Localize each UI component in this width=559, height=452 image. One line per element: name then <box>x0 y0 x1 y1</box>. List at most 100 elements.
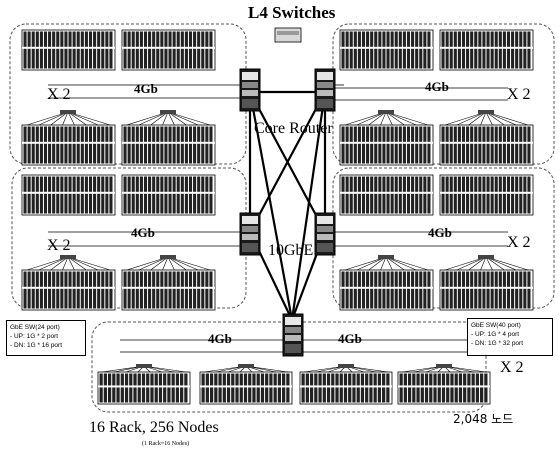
fanout-links <box>27 255 110 270</box>
server-blade <box>370 272 373 309</box>
rack-stripe <box>398 385 490 387</box>
server-blade <box>427 127 430 164</box>
edge-switch <box>378 255 394 259</box>
server-blade <box>173 127 176 164</box>
server-blade <box>28 272 31 309</box>
server-blade <box>156 127 159 164</box>
server-blade <box>52 177 55 214</box>
server-blade <box>197 177 200 214</box>
server-blade <box>467 374 470 403</box>
multiplier-label: X 2 <box>507 235 531 251</box>
server-blade <box>77 177 80 214</box>
server-blade <box>69 177 72 214</box>
server-blade <box>177 127 180 164</box>
rack-stripe <box>122 142 215 144</box>
server-blade <box>189 32 192 69</box>
server-blade <box>427 272 430 309</box>
chassis-module <box>242 90 258 96</box>
server-blade <box>185 32 188 69</box>
server-blade <box>32 272 35 309</box>
server-blade <box>173 177 176 214</box>
server-blade <box>205 32 208 69</box>
server-blade <box>386 374 389 403</box>
server-blade <box>44 127 47 164</box>
server-blade <box>507 32 510 69</box>
server-blade <box>474 32 477 69</box>
server-blade <box>374 374 377 403</box>
multiplier-label: X 2 <box>47 87 71 103</box>
server-blade <box>101 272 104 309</box>
server-blade <box>527 32 530 69</box>
server-blade <box>77 272 80 309</box>
server-blade <box>40 32 43 69</box>
server-blade <box>482 177 485 214</box>
edge-switch <box>136 364 152 368</box>
rack-stripe <box>340 287 433 289</box>
server-blade <box>478 272 481 309</box>
server-blade <box>177 32 180 69</box>
server-blade <box>482 127 485 164</box>
server-blade <box>48 127 51 164</box>
chassis-panel <box>317 72 333 80</box>
edge-switch <box>60 255 76 259</box>
server-blade <box>56 177 59 214</box>
server-blade <box>366 177 369 214</box>
server-blade <box>209 272 212 309</box>
rack-stripe <box>22 142 115 144</box>
chassis-module <box>242 226 258 232</box>
server-blade <box>144 127 147 164</box>
server-blade <box>189 272 192 309</box>
server-blade <box>357 374 360 403</box>
network-devices <box>240 28 335 356</box>
server-blade <box>93 177 96 214</box>
rack-stripe <box>200 385 292 387</box>
server-blade <box>197 32 200 69</box>
server-blade <box>519 177 522 214</box>
server-blade <box>415 272 418 309</box>
server-blade <box>378 127 381 164</box>
server-blade <box>446 32 449 69</box>
server-blade <box>507 272 510 309</box>
server-blade <box>354 177 357 214</box>
server-blade <box>348 374 351 403</box>
server-blade <box>128 272 131 309</box>
switch-spec-downlink: - DN: 1G * 16 port <box>10 341 82 350</box>
server-blade <box>101 127 104 164</box>
server-blade <box>391 32 394 69</box>
server-blade <box>85 32 88 69</box>
server-blade <box>85 177 88 214</box>
rack-stripe <box>22 192 115 194</box>
server-blade <box>97 127 100 164</box>
server-blade <box>48 32 51 69</box>
server-blade <box>527 177 530 214</box>
server-blade <box>265 374 268 403</box>
server-blade <box>358 272 361 309</box>
server-blade <box>209 32 212 69</box>
server-blade <box>140 272 143 309</box>
server-blade <box>346 272 349 309</box>
server-rack-icon <box>340 125 433 165</box>
server-blade <box>146 374 149 403</box>
fanout-links <box>345 255 428 270</box>
fanout-links <box>27 110 110 125</box>
server-blade <box>455 374 458 403</box>
fanout-links <box>102 364 186 372</box>
fanout-links <box>445 255 528 270</box>
server-blade <box>411 177 414 214</box>
server-blade <box>136 272 139 309</box>
server-blade <box>85 272 88 309</box>
server-blade <box>511 272 514 309</box>
server-blade <box>495 32 498 69</box>
server-blade <box>52 127 55 164</box>
server-blade <box>374 127 377 164</box>
server-blade <box>164 177 167 214</box>
chassis-module <box>317 234 333 240</box>
server-blade <box>128 177 131 214</box>
server-blade <box>64 272 67 309</box>
server-rack-icon <box>98 372 190 404</box>
server-blade <box>132 272 135 309</box>
server-blade <box>425 374 428 403</box>
server-blade <box>24 32 27 69</box>
rack-stripe <box>122 192 215 194</box>
server-blade <box>476 374 479 403</box>
